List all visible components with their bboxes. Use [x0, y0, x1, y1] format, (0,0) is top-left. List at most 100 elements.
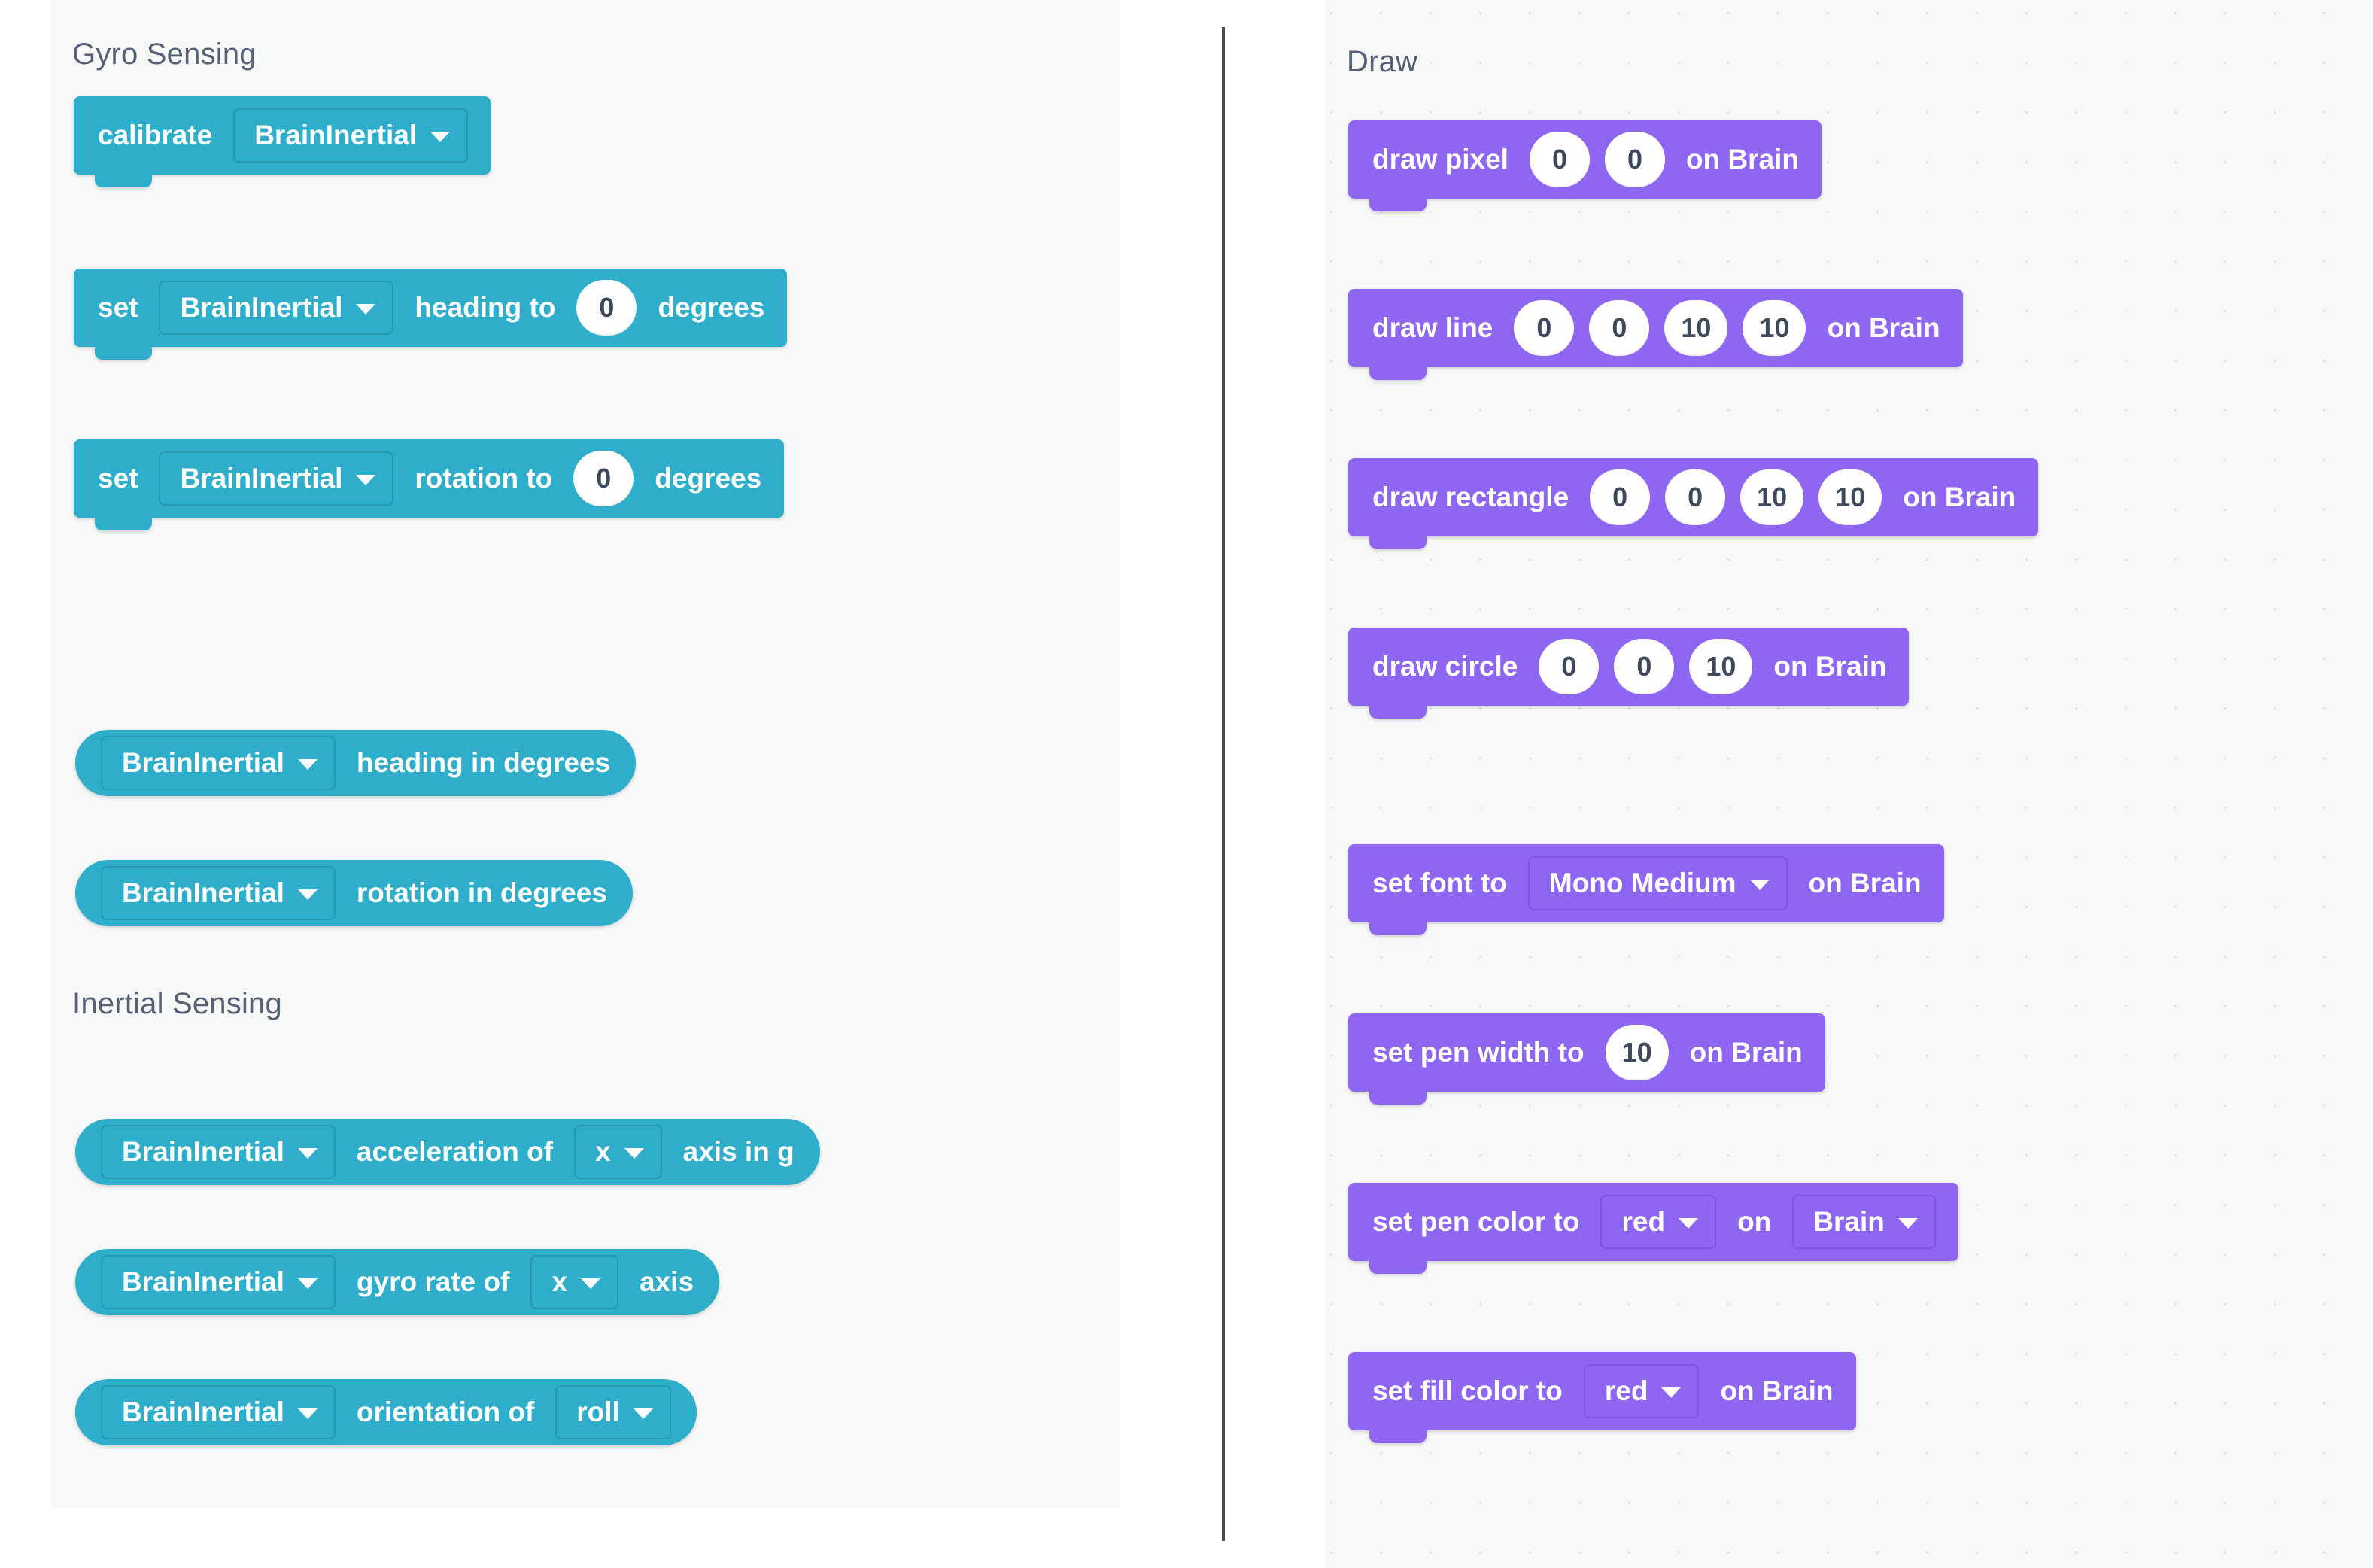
panel-divider	[1222, 27, 1225, 1541]
dropdown-value: roll	[576, 1396, 620, 1427]
dropdown-value: BrainInertial	[122, 747, 284, 778]
on-brain-label: on Brain	[1685, 144, 1800, 175]
pen-width-input[interactable]: 10	[1605, 1025, 1669, 1080]
chevron-down-icon	[430, 131, 451, 142]
section-header-inertial-sensing: Inertial Sensing	[72, 987, 282, 1020]
heading-in-degrees-label: heading in degrees	[356, 747, 611, 778]
set-label: set	[98, 463, 138, 494]
dropdown-value: BrainInertial	[122, 1396, 284, 1427]
heading-to-label: heading to	[415, 292, 556, 323]
draw-line-y1-input[interactable]: 0	[1589, 300, 1650, 356]
dropdown-value: BrainInertial	[180, 463, 343, 494]
device-dropdown-gyro-rate[interactable]: BrainInertial	[101, 1255, 336, 1309]
chevron-down-icon	[1749, 879, 1770, 890]
draw-rectangle-x-input[interactable]: 0	[1590, 469, 1651, 525]
block-body	[1348, 1013, 1825, 1092]
device-dropdown-rotation-reporter[interactable]: BrainInertial	[101, 866, 336, 920]
block-gyro-rate-of-axis[interactable]: BrainInertial gyro rate of x axis	[75, 1249, 720, 1315]
on-brain-label: on Brain	[1808, 868, 1922, 898]
font-dropdown[interactable]: Mono Medium	[1527, 856, 1788, 910]
block-draw-circle[interactable]: draw circle 0 0 10 on Brain	[1348, 628, 1910, 719]
chevron-down-icon	[624, 1147, 644, 1159]
draw-pixel-label: draw pixel	[1372, 144, 1509, 175]
block-set-font[interactable]: set font to Mono Medium on Brain	[1348, 844, 1944, 935]
chevron-down-icon	[297, 1408, 318, 1419]
dropdown-value: BrainInertial	[122, 1266, 284, 1297]
draw-circle-label: draw circle	[1372, 651, 1518, 682]
chevron-down-icon	[297, 758, 318, 770]
block-draw-pixel[interactable]: draw pixel 0 0 on Brain	[1348, 120, 1822, 211]
chevron-down-icon	[633, 1408, 653, 1419]
fill-color-dropdown[interactable]: red	[1583, 1364, 1700, 1418]
draw-rectangle-y-input[interactable]: 0	[1665, 469, 1726, 525]
draw-line-x1-input[interactable]: 0	[1514, 300, 1575, 356]
chevron-down-icon	[297, 889, 318, 900]
pen-color-dropdown[interactable]: red	[1600, 1195, 1717, 1249]
chevron-down-icon	[1661, 1387, 1682, 1398]
gyro-sensing-panel: Gyro Sensing calibrate BrainInertial set…	[51, 0, 1120, 1508]
draw-pixel-y-input[interactable]: 0	[1604, 132, 1665, 187]
draw-line-y2-input[interactable]: 10	[1743, 300, 1806, 356]
chevron-down-icon	[581, 1278, 601, 1289]
chevron-down-icon	[356, 303, 376, 315]
dropdown-value: red	[1604, 1375, 1648, 1406]
device-dropdown-calibrate[interactable]: BrainInertial	[233, 108, 469, 163]
device-dropdown-heading-reporter[interactable]: BrainInertial	[101, 736, 336, 790]
draw-circle-y-input[interactable]: 0	[1614, 639, 1675, 694]
dropdown-value: x	[595, 1136, 611, 1167]
block-set-rotation[interactable]: set BrainInertial rotation to 0 degrees	[74, 439, 785, 530]
draw-line-label: draw line	[1372, 312, 1493, 343]
chevron-down-icon	[297, 1278, 318, 1289]
set-pen-color-to-label: set pen color to	[1372, 1206, 1580, 1237]
block-calibrate-brain-inertial[interactable]: calibrate BrainInertial	[74, 96, 491, 187]
chevron-down-icon	[356, 474, 376, 485]
axis-dropdown-gyro-rate[interactable]: x	[530, 1255, 619, 1309]
draw-circle-x-input[interactable]: 0	[1539, 639, 1600, 694]
block-set-pen-width[interactable]: set pen width to 10 on Brain	[1348, 1013, 1825, 1105]
on-brain-label: on Brain	[1903, 482, 2016, 512]
device-dropdown-set-rotation[interactable]: BrainInertial	[159, 451, 394, 506]
device-dropdown-acceleration[interactable]: BrainInertial	[101, 1125, 336, 1179]
block-set-fill-color[interactable]: set fill color to red on Brain	[1348, 1352, 1856, 1443]
dropdown-value: x	[551, 1266, 568, 1297]
block-draw-rectangle[interactable]: draw rectangle 0 0 10 10 on Brain	[1348, 458, 2039, 549]
pen-color-device-dropdown[interactable]: Brain	[1792, 1195, 1936, 1249]
chevron-down-icon	[297, 1147, 318, 1159]
block-draw-line[interactable]: draw line 0 0 10 10 on Brain	[1348, 289, 1963, 380]
device-dropdown-orientation[interactable]: BrainInertial	[101, 1385, 336, 1439]
set-pen-width-to-label: set pen width to	[1372, 1037, 1585, 1068]
orientation-axis-dropdown[interactable]: roll	[555, 1385, 671, 1439]
on-brain-label: on Brain	[1720, 1375, 1834, 1406]
block-orientation-of[interactable]: BrainInertial orientation of roll	[75, 1379, 697, 1445]
draw-rectangle-label: draw rectangle	[1372, 482, 1569, 512]
draw-circle-radius-input[interactable]: 10	[1689, 639, 1753, 694]
on-brain-label: on Brain	[1689, 1037, 1803, 1068]
dropdown-value: BrainInertial	[180, 292, 343, 323]
draw-rectangle-width-input[interactable]: 10	[1740, 469, 1804, 525]
draw-pixel-x-input[interactable]: 0	[1529, 132, 1590, 187]
device-dropdown-set-heading[interactable]: BrainInertial	[159, 281, 394, 335]
set-label: set	[98, 292, 138, 323]
block-acceleration-of-axis[interactable]: BrainInertial acceleration of x axis in …	[75, 1119, 820, 1185]
block-set-heading[interactable]: set BrainInertial heading to 0 degrees	[74, 269, 788, 360]
heading-value-input[interactable]: 0	[576, 280, 637, 336]
section-header-gyro-sensing: Gyro Sensing	[72, 38, 257, 71]
draw-rectangle-height-input[interactable]: 10	[1818, 469, 1882, 525]
block-rotation-in-degrees[interactable]: BrainInertial rotation in degrees	[75, 860, 633, 926]
axis-label: axis	[640, 1266, 694, 1297]
dropdown-value: BrainInertial	[254, 120, 418, 150]
dropdown-value: Brain	[1813, 1206, 1885, 1237]
rotation-in-degrees-label: rotation in degrees	[356, 877, 607, 908]
orientation-of-label: orientation of	[356, 1396, 535, 1427]
block-heading-in-degrees[interactable]: BrainInertial heading in degrees	[75, 730, 637, 796]
block-set-pen-color[interactable]: set pen color to red on Brain	[1348, 1183, 1958, 1274]
section-header-draw: Draw	[1347, 45, 1418, 78]
rotation-to-label: rotation to	[415, 463, 553, 494]
chevron-down-icon	[1679, 1217, 1699, 1229]
draw-line-x2-input[interactable]: 10	[1664, 300, 1728, 356]
axis-dropdown-acceleration[interactable]: x	[574, 1125, 662, 1179]
rotation-value-input[interactable]: 0	[573, 451, 634, 506]
dropdown-value: red	[1621, 1206, 1666, 1237]
block-body	[1348, 289, 1963, 367]
calibrate-label: calibrate	[98, 120, 213, 150]
